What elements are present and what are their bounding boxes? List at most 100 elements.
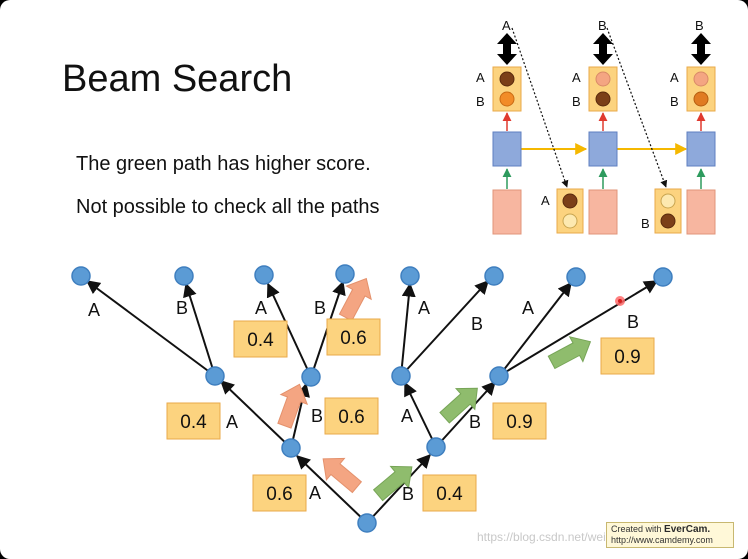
text-line-not-possible: Not possible to check all the paths <box>76 196 380 218</box>
edge-l2ba-b <box>400 279 489 377</box>
dist-label-a-1: A <box>476 70 485 85</box>
rnn-cell-2 <box>588 131 618 167</box>
node-l2-aa <box>205 366 225 386</box>
score-root-a: 0.6 <box>266 484 292 505</box>
path-highlight-arrows <box>277 277 592 502</box>
double-arrow-1 <box>497 33 517 65</box>
rnn-feedback-dotted-1 <box>511 27 569 188</box>
score-box-root-b: 0.4 <box>422 474 477 512</box>
rnn-diagram: A B B <box>476 18 716 235</box>
double-arrow-2 <box>593 33 613 65</box>
rnn-cell-3 <box>686 131 716 167</box>
edge-l1a-a <box>219 380 292 449</box>
rnn-output-double-arrows <box>497 33 711 65</box>
score-box-l1a-b: 0.6 <box>324 397 379 435</box>
cursor-indicator-core <box>618 299 622 303</box>
edge-label-root-a: A <box>309 483 321 503</box>
text-line-green-path: The green path has higher score. <box>76 153 371 175</box>
node-l2-ba <box>391 366 411 386</box>
node-l1-a <box>281 438 301 458</box>
edge-l2ba-a <box>400 282 416 377</box>
rnn-output-distributions <box>492 66 716 112</box>
node-l3-baa <box>400 266 420 286</box>
edge-label-l2ba-b: B <box>471 314 483 334</box>
evercam-badge: Created with EverCam. http://www.camdemy… <box>606 522 734 548</box>
rnn-top-label-1: A <box>502 18 511 33</box>
edge-l1b-a <box>404 381 437 448</box>
edge-l2aa-b <box>183 282 216 377</box>
edge-label-l1b-b: B <box>469 412 481 432</box>
orange-path-arrow-2 <box>277 383 309 429</box>
evercam-brand: EverCam. <box>664 524 711 535</box>
edge-l2aa-a <box>85 280 216 377</box>
node-l2-ab <box>301 367 321 387</box>
evercam-prefix: Created with <box>611 524 665 534</box>
tree-nodes <box>71 264 673 533</box>
edge-label-l1a-a: A <box>226 412 238 432</box>
node-l3-aba <box>254 265 274 285</box>
edge-l1b-b <box>435 380 496 448</box>
node-l3-aaa <box>71 266 91 286</box>
score-box-l1a-a: 0.4 <box>166 402 221 440</box>
edge-label-l2ab-b: B <box>314 298 326 318</box>
edge-l2ab-a <box>266 282 312 378</box>
green-path-arrow-2 <box>439 387 478 424</box>
node-l3-bbb <box>653 267 673 287</box>
score-l1a-a: 0.4 <box>180 412 207 433</box>
rnn-feedback-dotted-2 <box>606 27 668 188</box>
edge-label-l2bb-a: A <box>522 298 534 318</box>
rnn-input-2 <box>588 189 618 235</box>
score-boxes: 0.6 0.4 0.4 0.6 0.9 0.4 <box>166 318 655 512</box>
green-path-arrow-3 <box>547 336 592 370</box>
score-box-l2ab-b: 0.6 <box>326 318 381 356</box>
score-l2ab-b: 0.6 <box>340 328 366 349</box>
edge-label-root-b: B <box>402 484 414 504</box>
node-l3-abb <box>335 264 355 284</box>
edge-label-l2bb-b: B <box>627 312 639 332</box>
tree-edge-labels: A B A B A B A B A B A B A B <box>88 298 639 504</box>
rnn-top-label-2: B <box>598 18 607 33</box>
score-box-root-a: 0.6 <box>252 474 307 512</box>
input-label-a: A <box>541 193 550 208</box>
node-root <box>357 513 377 533</box>
node-l3-bba <box>566 267 586 287</box>
dist-label-b-2: B <box>572 94 581 109</box>
edge-label-l2aa-a: A <box>88 300 100 320</box>
input-label-b: B <box>641 216 650 231</box>
node-l1-b <box>426 437 446 457</box>
score-root-b: 0.4 <box>436 484 463 505</box>
double-arrow-3 <box>691 33 711 65</box>
rnn-top-label-3: B <box>695 18 704 33</box>
rnn-input-1 <box>492 189 522 235</box>
orange-path-arrow-3 <box>338 277 372 322</box>
score-l1a-b: 0.6 <box>338 407 364 428</box>
dist-label-a-2: A <box>572 70 581 85</box>
edge-l2bb-b <box>498 280 659 377</box>
rnn-input-3 <box>686 189 716 235</box>
edge-label-l2ba-a: A <box>418 298 430 318</box>
slide-title: Beam Search <box>62 58 293 100</box>
dist-label-b-1: B <box>476 94 485 109</box>
node-l2-bb <box>489 366 509 386</box>
score-box-l2bb-b: 0.9 <box>600 337 655 375</box>
node-l3-aab <box>174 266 194 286</box>
dist-label-a-3: A <box>670 70 679 85</box>
edge-root-a <box>295 455 368 524</box>
edge-label-l2aa-b: B <box>176 298 188 318</box>
score-l2bb-b: 0.9 <box>614 347 640 368</box>
green-path-arrow-1 <box>372 465 413 502</box>
score-box-l2ab-a: 0.4 <box>233 320 288 358</box>
evercam-url: http://www.camdemy.com <box>611 535 713 545</box>
score-box-l1b-b: 0.9 <box>492 402 547 440</box>
edge-label-l1a-b: B <box>311 406 323 426</box>
edge-l2bb-a <box>498 281 572 377</box>
orange-path-arrow-1 <box>322 457 363 494</box>
edge-label-l1b-a: A <box>401 406 413 426</box>
edge-label-l2ab-a: A <box>255 298 267 318</box>
score-l2ab-a: 0.4 <box>247 330 274 351</box>
node-l3-bab <box>484 266 504 286</box>
dist-label-b-3: B <box>670 94 679 109</box>
edge-root-b <box>366 453 431 524</box>
rnn-cell-1 <box>492 131 522 167</box>
